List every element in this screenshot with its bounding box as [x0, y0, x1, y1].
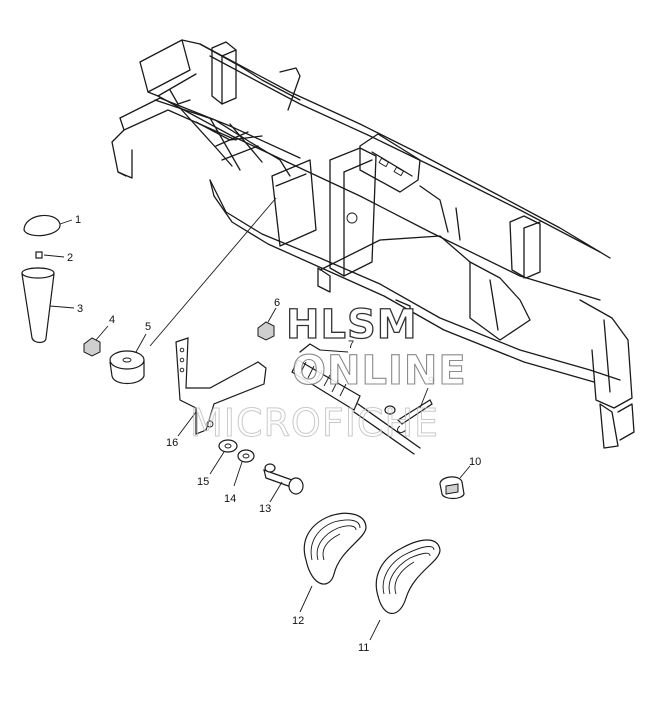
- part-7-spring-rod: [291, 343, 421, 455]
- callout-4: 4: [109, 314, 115, 326]
- part-11-footrest-pad: [369, 539, 441, 641]
- part-12-footrest-pad: [299, 512, 367, 613]
- part-13-bolt: [263, 463, 304, 503]
- callout-2: 2: [67, 252, 73, 264]
- callout-11: 11: [358, 642, 369, 654]
- watermark-online: ONLINE: [292, 348, 467, 394]
- part-1-cap: [23, 214, 73, 237]
- part-4-nut: [83, 325, 109, 357]
- callout-3: 3: [77, 303, 83, 315]
- callout-12: 12: [292, 615, 304, 627]
- callout-14: 14: [224, 493, 236, 505]
- callout-10: 10: [469, 456, 481, 468]
- watermark-hlsm: HLSM: [286, 302, 418, 348]
- part-15-washer: [209, 439, 238, 475]
- callout-6: 6: [274, 297, 280, 309]
- frame-assembly: [111, 39, 635, 449]
- part-14-washer: [233, 449, 255, 487]
- part-5-bumper: [109, 333, 147, 385]
- callout-13: 13: [259, 503, 271, 515]
- part-6-nut: [257, 307, 277, 341]
- callout-16: 16: [166, 437, 178, 449]
- part-16-lever: [175, 337, 267, 437]
- part-3-knob: [21, 267, 75, 344]
- callout-9: 9: [428, 375, 434, 387]
- watermark: HLSM ONLINE MICROFICHE: [190, 301, 467, 445]
- callout-5: 5: [145, 321, 151, 333]
- callout-7: 7: [348, 339, 354, 351]
- watermark-microfiche: MICROFICHE: [190, 401, 439, 445]
- part-10-clip: [439, 465, 471, 500]
- washer-near-9: [384, 405, 396, 415]
- callout-15: 15: [197, 476, 209, 488]
- callout-1: 1: [75, 214, 81, 226]
- part-2-pin: [35, 251, 65, 259]
- part-9-pin: [397, 387, 433, 433]
- callout-labels: 1 2 3 4 5 6 7 9 10 11 12 13 14 15 16: [67, 214, 481, 654]
